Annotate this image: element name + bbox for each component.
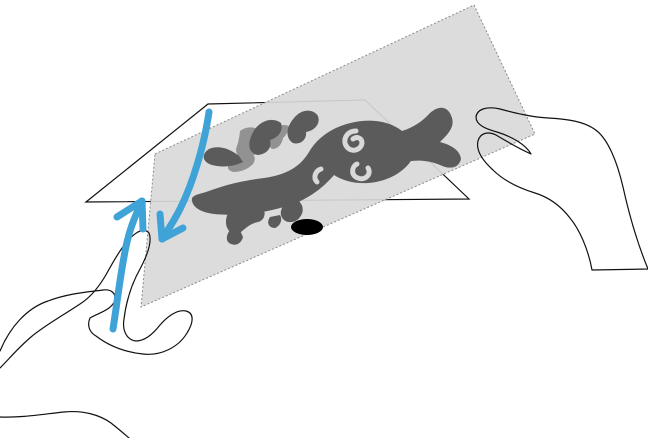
right-hand [475,107,648,271]
two-finger-rotate-arrows-icon [109,108,213,333]
object-shadow [291,219,323,235]
lizard-object [191,107,461,245]
lizard-head-details [312,128,372,185]
